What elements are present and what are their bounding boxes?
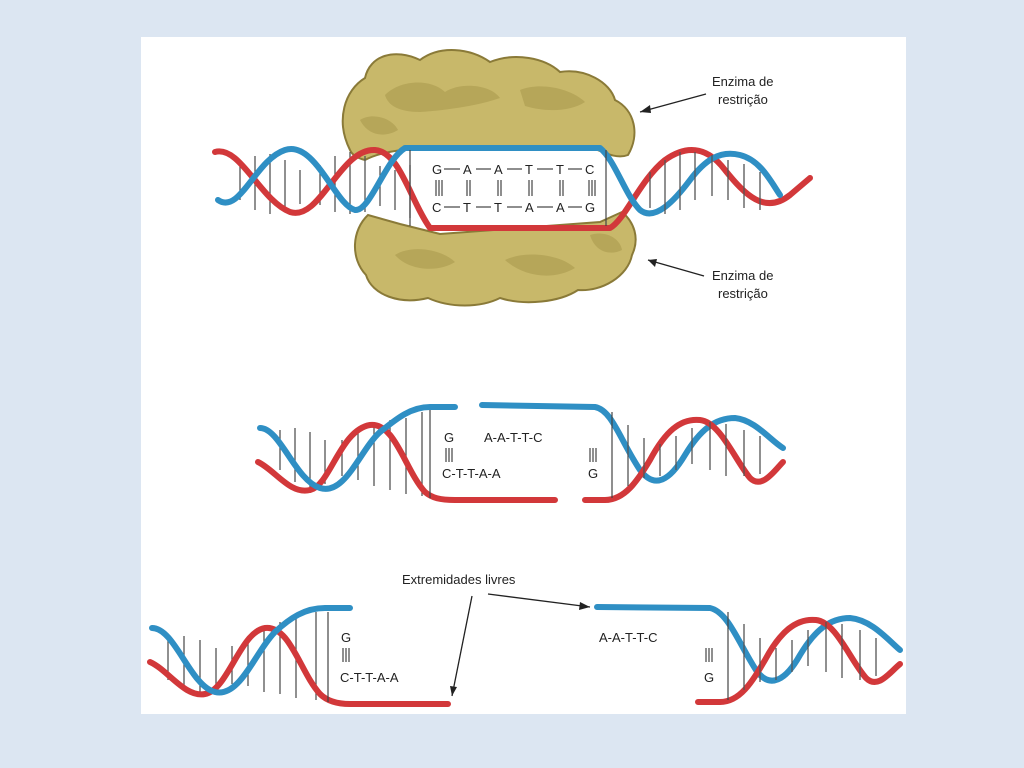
recognition-site-hbonds — [435, 180, 596, 196]
free-right-hbonds — [705, 648, 713, 662]
free-ends-arrowhead-left — [450, 686, 457, 696]
site-bottom-base-1: C — [432, 200, 441, 215]
recognition-site-bottom: C T T A A G — [432, 200, 595, 215]
restriction-enzyme-bottom — [353, 210, 637, 307]
strand-blue-3b — [594, 604, 903, 684]
site-top-base-1: G — [432, 162, 442, 177]
free-left-hbonds — [342, 648, 350, 662]
panel-free-ends: Extremidades livres G C-T-T-A-A A- — [147, 572, 903, 707]
helix-right-3 — [743, 622, 877, 690]
strand-red-3b — [695, 616, 903, 705]
enzyme-arrowhead-top — [640, 105, 651, 113]
cut-right-bottom-base: G — [588, 466, 598, 481]
free-right-bottom-base: G — [704, 670, 714, 685]
strand-blue-1 — [215, 145, 783, 217]
site-bottom-base-6: G — [585, 200, 595, 215]
enzyme-arrowhead-bottom — [648, 259, 657, 267]
cut-left-hbonds — [445, 448, 453, 462]
site-bottom-base-5: A — [556, 200, 565, 215]
helix-right-1 — [649, 152, 761, 214]
site-top-base-4: T — [525, 162, 533, 177]
cut-left-bottom-seq: C-T-T-A-A — [442, 466, 501, 481]
site-top-base-5: T — [556, 162, 564, 177]
cut-right-top-seq: A-A-T-T-C — [484, 430, 543, 445]
free-right-top-seq: A-A-T-T-C — [599, 630, 658, 645]
site-bottom-base-3: T — [494, 200, 502, 215]
helix-right-2 — [627, 422, 761, 486]
strand-red-3a — [147, 624, 451, 707]
free-ends-arrowhead-right — [579, 602, 590, 610]
free-ends-arrow-left — [451, 595, 473, 697]
enzyme-label-top-1: Enzima de — [712, 74, 773, 89]
panel-cut: G C-T-T-A-A A-A-T-T-C G — [255, 402, 786, 503]
free-left-top-base: G — [341, 630, 351, 645]
site-top-base-2: A — [463, 162, 472, 177]
site-top-base-6: C — [585, 162, 594, 177]
cut-right-hbonds — [589, 448, 597, 462]
cut-left-top-base: G — [444, 430, 454, 445]
enzyme-label-bottom-1: Enzima de — [712, 268, 773, 283]
enzyme-arrow-bottom — [647, 259, 705, 277]
enzyme-label-top-2: restrição — [718, 92, 768, 107]
enzyme-arrow-top — [639, 93, 707, 113]
strand-blue-3a — [149, 605, 353, 696]
strand-red-2b — [582, 416, 786, 503]
enzyme-label-bottom-2: restrição — [718, 286, 768, 301]
site-top-base-3: A — [494, 162, 503, 177]
free-ends-arrow-right — [487, 593, 591, 608]
strand-blue-2b — [479, 402, 786, 484]
recognition-site-top: G A A T T C — [432, 162, 594, 177]
free-left-bottom-seq: C-T-T-A-A — [340, 670, 399, 685]
strand-blue-2a — [257, 404, 458, 492]
site-bottom-base-2: T — [463, 200, 471, 215]
recognition-site-dashes — [444, 168, 582, 208]
strand-red-1 — [212, 146, 813, 231]
panel-enzyme-bound: G A A T T C C T — [212, 49, 813, 307]
site-bottom-base-4: A — [525, 200, 534, 215]
free-ends-label: Extremidades livres — [402, 572, 516, 587]
